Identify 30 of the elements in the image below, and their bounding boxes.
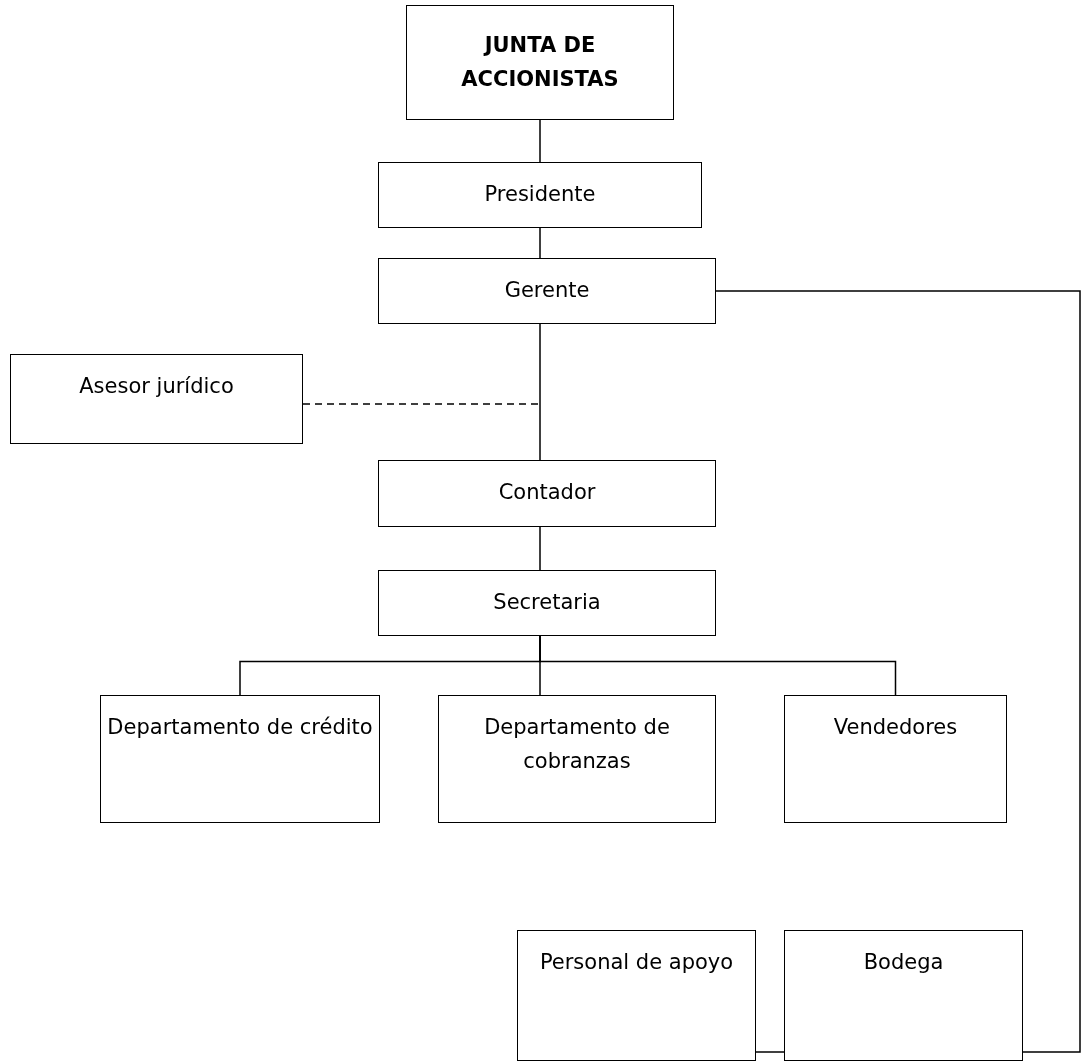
- role-label: Presidente: [484, 181, 596, 208]
- role-label: Personal de apoyo: [539, 949, 734, 976]
- org-box: [10, 354, 303, 444]
- org-box: [378, 570, 716, 636]
- org-box: [517, 930, 756, 1061]
- role-label: Asesor jurídico: [79, 373, 234, 400]
- connector-line: [755, 1051, 785, 1053]
- connector-line: [539, 119, 541, 163]
- connector-line: [539, 526, 541, 571]
- role-label: Vendedores: [833, 714, 958, 741]
- connector-line: [539, 227, 541, 259]
- connector-line: [539, 323, 541, 461]
- connector-line: [539, 635, 897, 696]
- org-box: [784, 930, 1023, 1061]
- connector-line: [715, 290, 1081, 1053]
- role-label: Departamento de cobranzas: [483, 714, 671, 775]
- org-box: [378, 162, 702, 228]
- org-box: [438, 695, 716, 823]
- dashed-connector: [302, 403, 541, 405]
- org-box: [784, 695, 1007, 823]
- role-label: JUNTA DE ACCIONISTAS: [460, 32, 620, 93]
- org-box: [378, 258, 716, 324]
- org-box: [100, 695, 380, 823]
- role-label: Contador: [498, 479, 596, 506]
- role-label: Gerente: [504, 277, 590, 304]
- role-label: Departamento de crédito: [107, 714, 373, 741]
- role-label: Bodega: [863, 949, 944, 976]
- org-box: [378, 460, 716, 527]
- role-label: Secretaria: [493, 589, 601, 616]
- org-box: [406, 5, 674, 120]
